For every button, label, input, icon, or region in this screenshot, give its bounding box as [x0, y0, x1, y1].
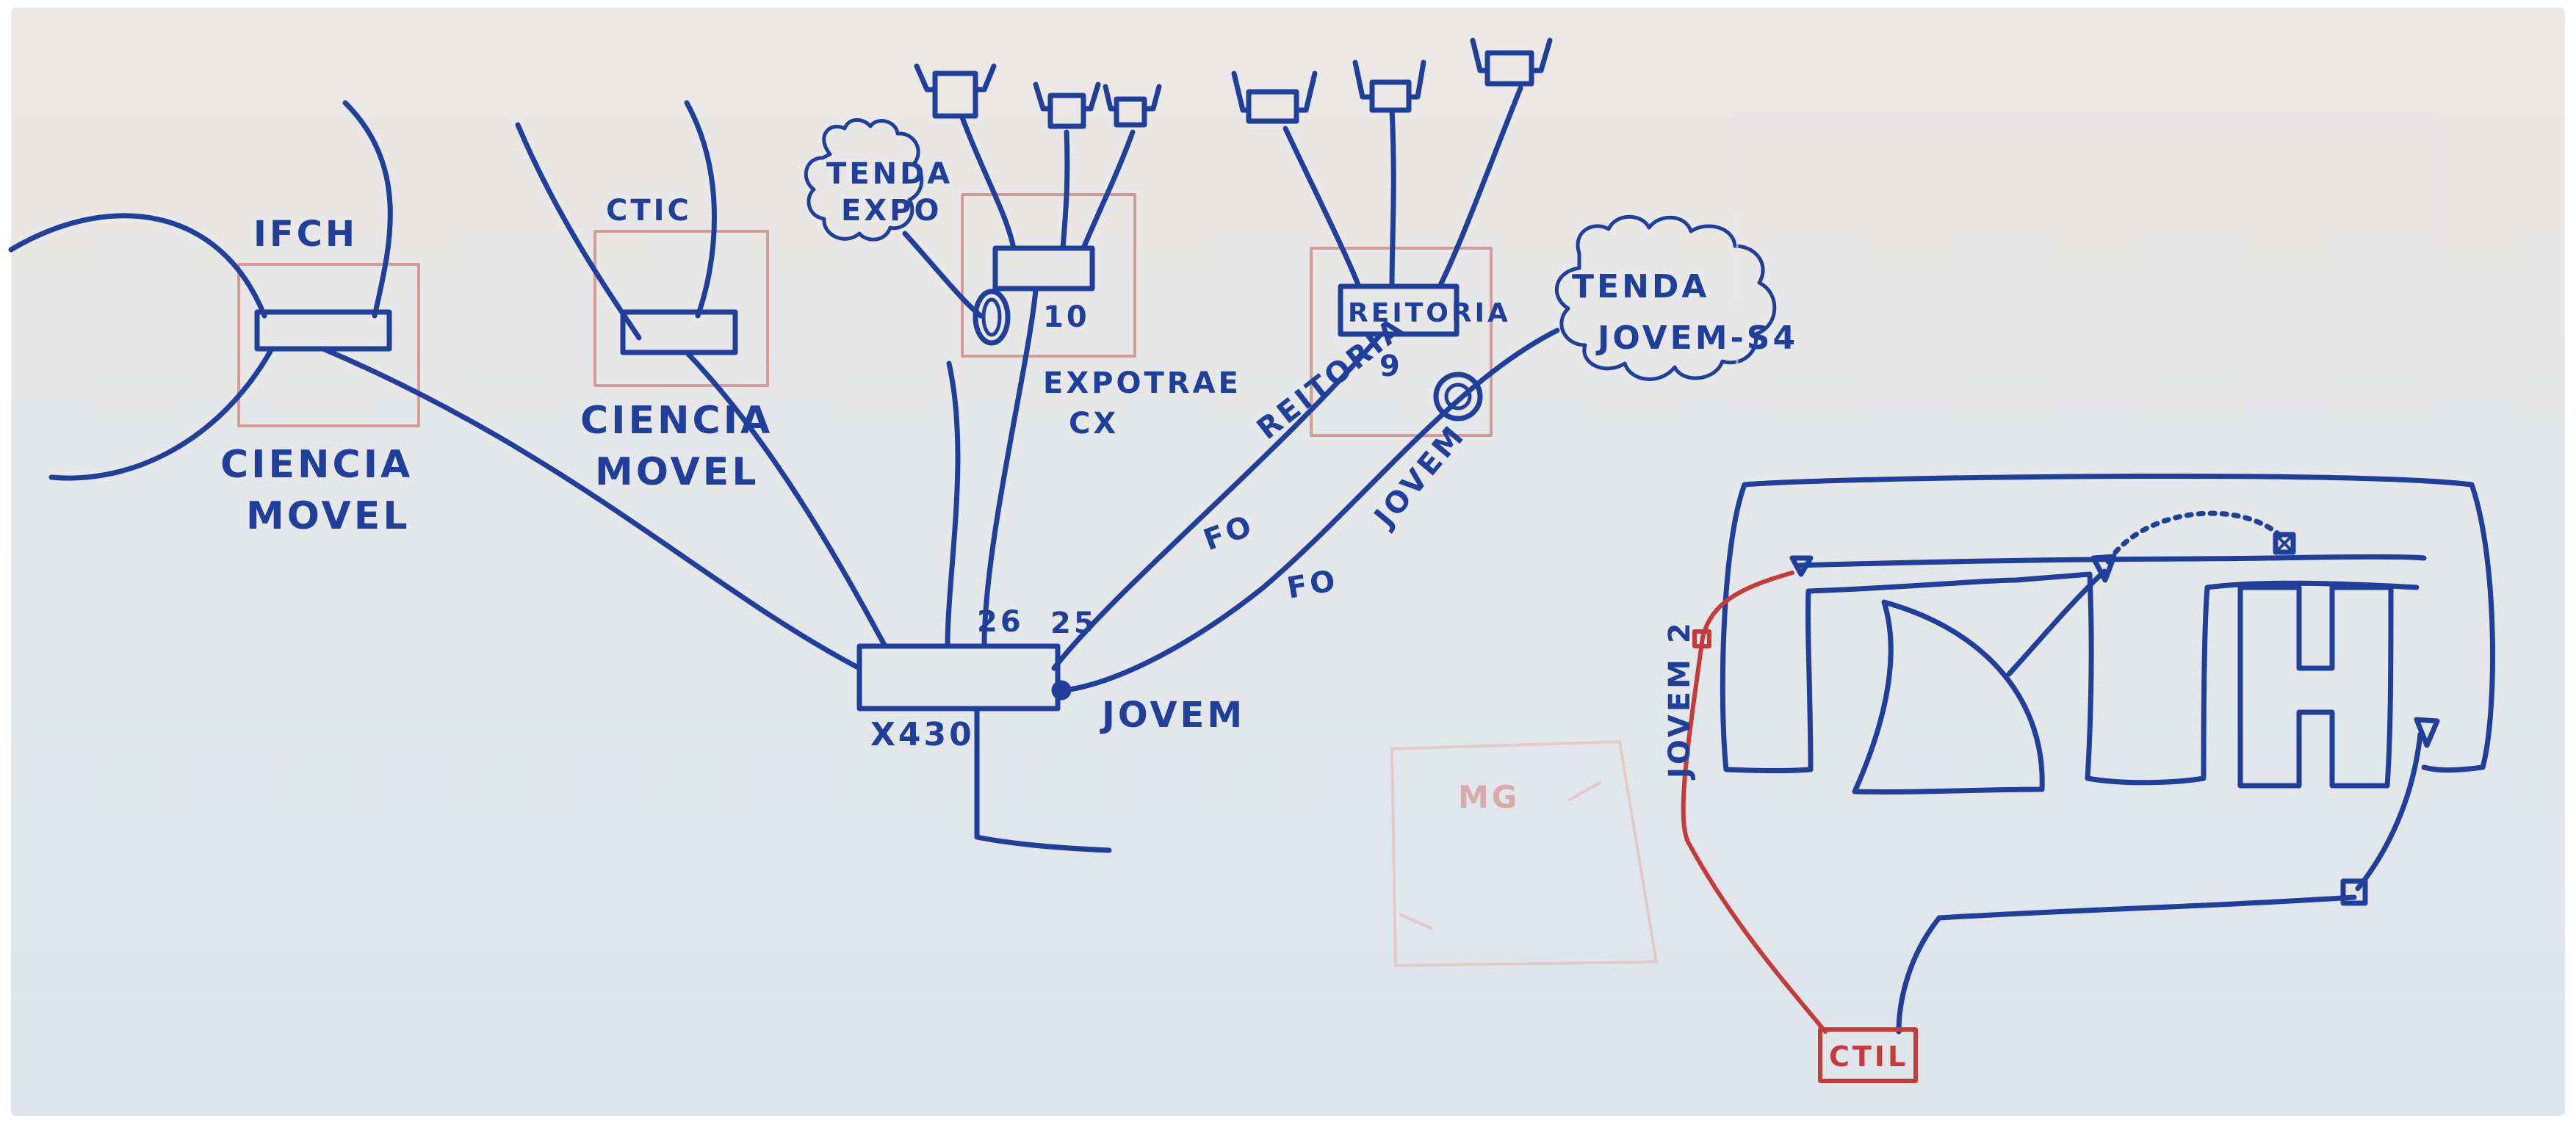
jovem2-red-cable [1681, 571, 1828, 1034]
tenda-jovem-cloud [1554, 214, 1777, 381]
label-ciencia-mid-1: CIENCIA [580, 399, 773, 443]
campus-node-5 [2340, 878, 2368, 906]
label-ctic: CTIC [606, 194, 692, 228]
reitoria-switch [1338, 283, 1460, 337]
campus-building-arc [1852, 599, 2045, 794]
campus-node-4 [2414, 717, 2440, 748]
expotrade-access-point-1 [914, 63, 997, 119]
expotrade-access-point-2 [1033, 82, 1101, 129]
ifch-cable-left [8, 213, 267, 319]
ifch-cable-down-left [48, 346, 275, 481]
label-port-9: 9 [1379, 350, 1403, 383]
label-mg-faded: MG [1458, 779, 1520, 815]
expotrade-uplink-a [945, 361, 961, 649]
ctic-to-x430-cable [684, 350, 888, 649]
ctic-outline-box [594, 230, 769, 387]
tenda-expo-cloud [804, 117, 924, 242]
label-ciencia-mid-2: MOVEL [595, 450, 759, 494]
campus-node-3 [2273, 532, 2296, 555]
expotrade-uplink-b [981, 287, 1039, 649]
expotrade-outline-box [961, 193, 1136, 358]
campus-node-1 [1789, 555, 1814, 577]
ifch-to-x430-cable [320, 346, 862, 671]
campus-outer-route [1720, 473, 2495, 786]
reitoria-access-point-3 [1470, 37, 1553, 87]
ctil-box [1818, 1027, 1918, 1083]
reitoria-ap-1-cable [1282, 126, 1362, 289]
label-ifch: IFCH [253, 214, 358, 255]
faded-line-mg [1399, 781, 1602, 930]
ctil-blue-uplink [1896, 894, 2357, 1035]
expotrade-ap-1-cable [959, 115, 1017, 251]
expotrade-access-point-3 [1103, 84, 1162, 128]
expotrade-fiber-coil [973, 289, 1011, 346]
faded-box-mg [1390, 739, 1659, 968]
reitoria-ap-2-cable [1389, 107, 1396, 289]
faded-ghost-frame [1736, 116, 2440, 402]
label-tenda-jovem-1: TENDA [1572, 268, 1709, 305]
label-expotrade-1: EXPOTRAE [1043, 366, 1241, 400]
x430-downlink-cable [974, 706, 1112, 853]
label-tenda-expo-1: TENDA [826, 157, 953, 191]
expotrade-ap-2-cable [1060, 129, 1070, 251]
label-ciencia-left-1: CIENCIA [220, 443, 413, 487]
label-ctil: CTIL [1829, 1040, 1908, 1073]
campus-dotted-link [2105, 510, 2284, 565]
ctic-switch [620, 309, 738, 355]
campus-route-c-left [1797, 554, 2427, 568]
reitoria-access-point-2 [1352, 59, 1426, 113]
jovem-fo-cable [1062, 327, 1560, 693]
label-ciencia-left-2: MOVEL [246, 494, 410, 538]
reitoria-fiber-coil-inner [1444, 383, 1472, 410]
reitoria-fo-cable [1051, 331, 1384, 671]
ifch-cable-top [342, 100, 393, 319]
label-jovem2: JOVEM 2 [1663, 620, 1697, 781]
label-port-25: 25 [1050, 607, 1097, 640]
x430-port-25-marker [1051, 680, 1072, 701]
reitoria-fiber-coil [1433, 372, 1483, 421]
board-surface [11, 7, 2565, 1116]
label-tenda-jovem-2: JOVEM-S4 [1595, 319, 1798, 357]
campus-right-to-ctil-node [2355, 731, 2423, 891]
x430-core-switch [856, 643, 1061, 712]
jovem2-red-node [1692, 629, 1711, 648]
expotrade-ap-3-cable [1080, 129, 1136, 251]
label-reitoria-box: REITORIA [1348, 298, 1511, 328]
label-expotrade-2: CX [1069, 407, 1119, 441]
tenda-expo-link [902, 231, 984, 319]
campus-h-building [2237, 584, 2394, 789]
reitoria-outline-box [1310, 247, 1493, 437]
ctic-cable-a [515, 122, 642, 341]
expotrade-fiber-coil-inner [981, 297, 1002, 337]
label-x430: X430 [870, 716, 975, 753]
label-port-10: 10 [1043, 300, 1090, 334]
label-port-26: 26 [977, 605, 1024, 639]
label-tenda-expo-2: EXPO [841, 194, 942, 228]
ctic-cable-b [684, 100, 717, 319]
campus-diagonal-link [2006, 568, 2107, 677]
campus-node-2 [2090, 554, 2117, 583]
reitoria-access-point-1 [1231, 70, 1318, 124]
expotrade-switch [992, 245, 1095, 292]
reitoria-ap-3-cable [1437, 85, 1523, 289]
label-jovem-switch: JOVEM [1100, 695, 1245, 736]
ifch-outline-box [237, 263, 420, 427]
